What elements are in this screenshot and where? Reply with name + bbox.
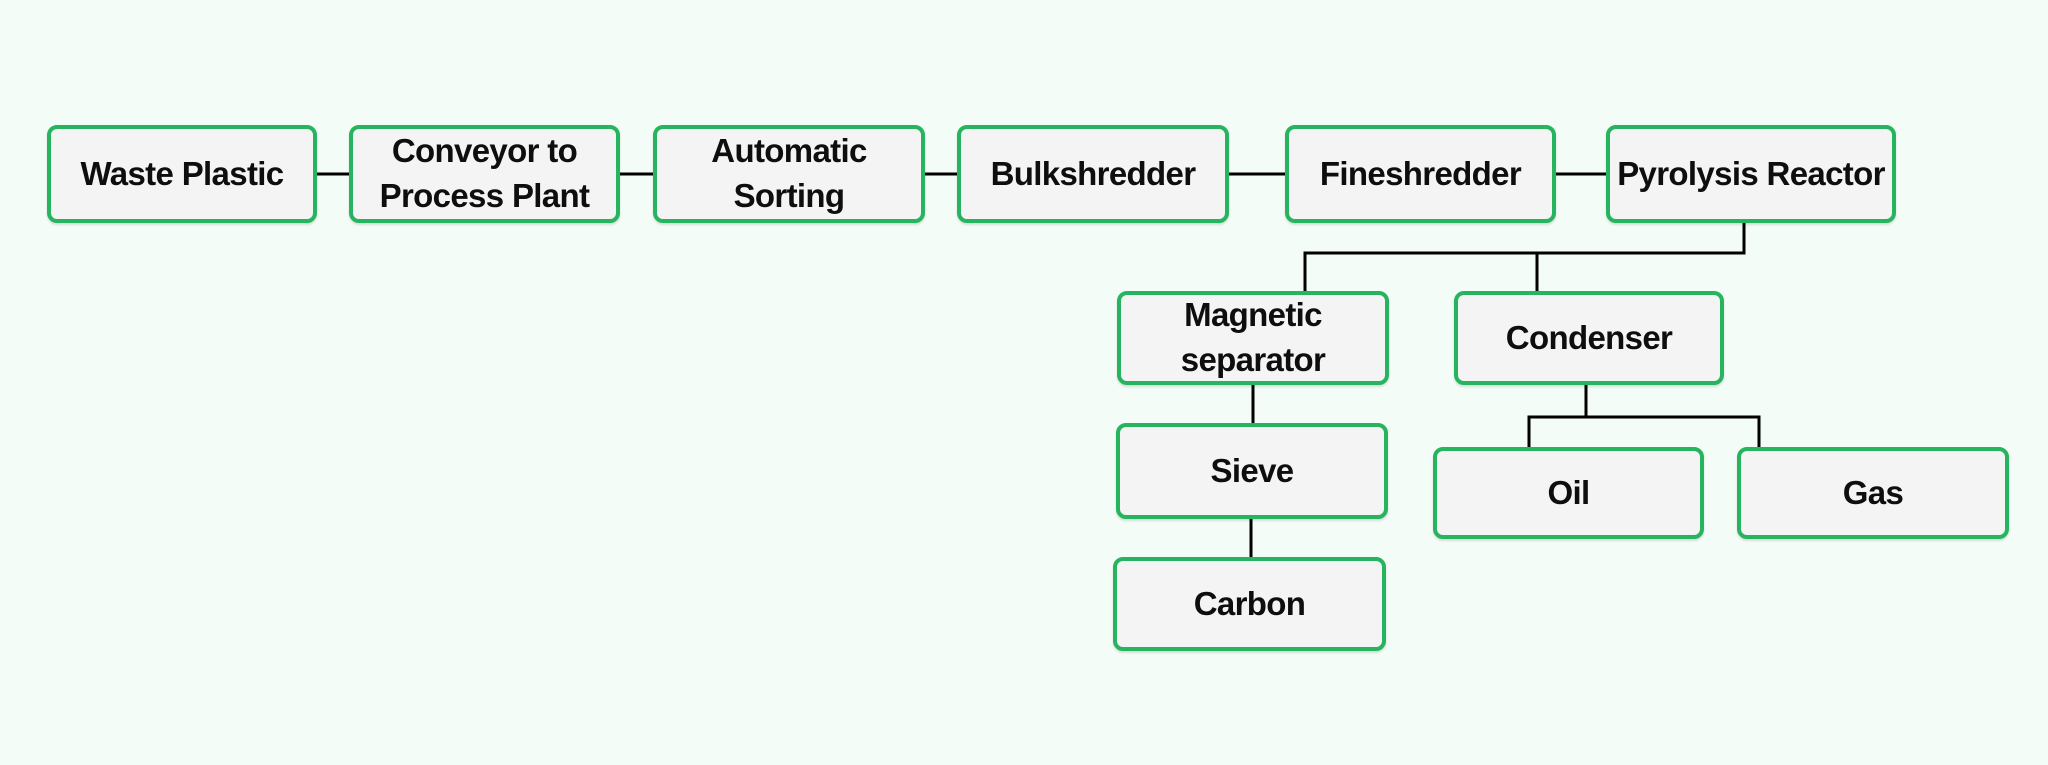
node-oil-label: Oil <box>1547 473 1590 511</box>
node-sieve-label: Sieve <box>1210 451 1295 489</box>
node-automatic-sorting: Automatic Sorting <box>653 125 925 223</box>
edge-reactor-magnetic-separator <box>1303 223 1746 291</box>
node-sieve: Sieve <box>1116 423 1388 519</box>
node-condenser: Condenser <box>1454 291 1724 385</box>
node-waste-plastic-label: Waste Plastic <box>80 154 285 192</box>
node-pyrolysis-reactor: Pyrolysis Reactor <box>1606 125 1896 223</box>
node-bulkshredder: Bulkshredder <box>957 125 1229 223</box>
node-automatic-sorting-label: Automatic Sorting <box>711 132 867 214</box>
node-fineshredder: Fineshredder <box>1285 125 1556 223</box>
node-gas-label: Gas <box>1842 473 1904 511</box>
connectors <box>317 172 1761 557</box>
node-carbon-label: Carbon <box>1193 584 1306 622</box>
node-magnetic-separator-label: Magnetic separator <box>1180 296 1326 378</box>
node-fineshredder-label: Fineshredder <box>1319 154 1522 192</box>
node-gas: Gas <box>1737 447 2009 539</box>
node-conveyor-to-process-plant-label: Conveyor to Process Plant <box>379 132 590 214</box>
node-oil: Oil <box>1433 447 1704 539</box>
node-pyrolysis-reactor-label: Pyrolysis Reactor <box>1617 154 1885 192</box>
node-magnetic-separator: Magnetic separator <box>1117 291 1389 385</box>
node-waste-plastic: Waste Plastic <box>47 125 317 223</box>
edge-condenser-oil-gas <box>1527 415 1761 447</box>
node-condenser-label: Condenser <box>1505 318 1673 356</box>
node-bulkshredder-label: Bulkshredder <box>990 154 1196 192</box>
node-conveyor-to-process-plant: Conveyor to Process Plant <box>349 125 620 223</box>
node-carbon: Carbon <box>1113 557 1386 651</box>
